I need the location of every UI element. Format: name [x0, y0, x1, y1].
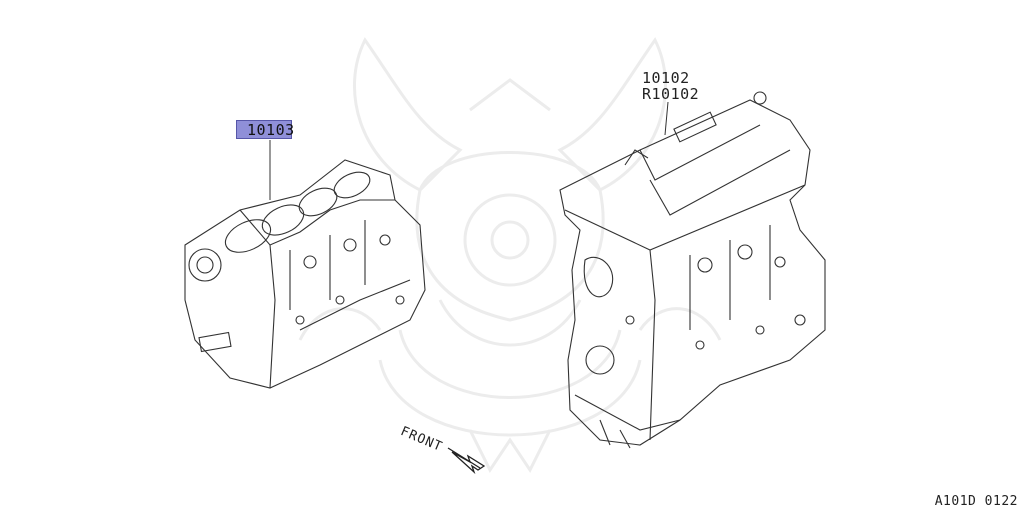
watermark-emblem [298, 37, 722, 473]
engine-assembly-drawing [559, 91, 826, 449]
part-number-r10102[interactable]: R10102 [642, 85, 700, 103]
cylinder-block-drawing [184, 159, 426, 389]
diagram-reference-code: A101D 0122 [934, 494, 1018, 509]
part-number-10103[interactable]: 10103 [236, 120, 294, 139]
front-arrow-icon [447, 447, 486, 475]
part-number-10102[interactable]: 10102 [642, 69, 690, 87]
leader-line-10102 [664, 101, 669, 136]
